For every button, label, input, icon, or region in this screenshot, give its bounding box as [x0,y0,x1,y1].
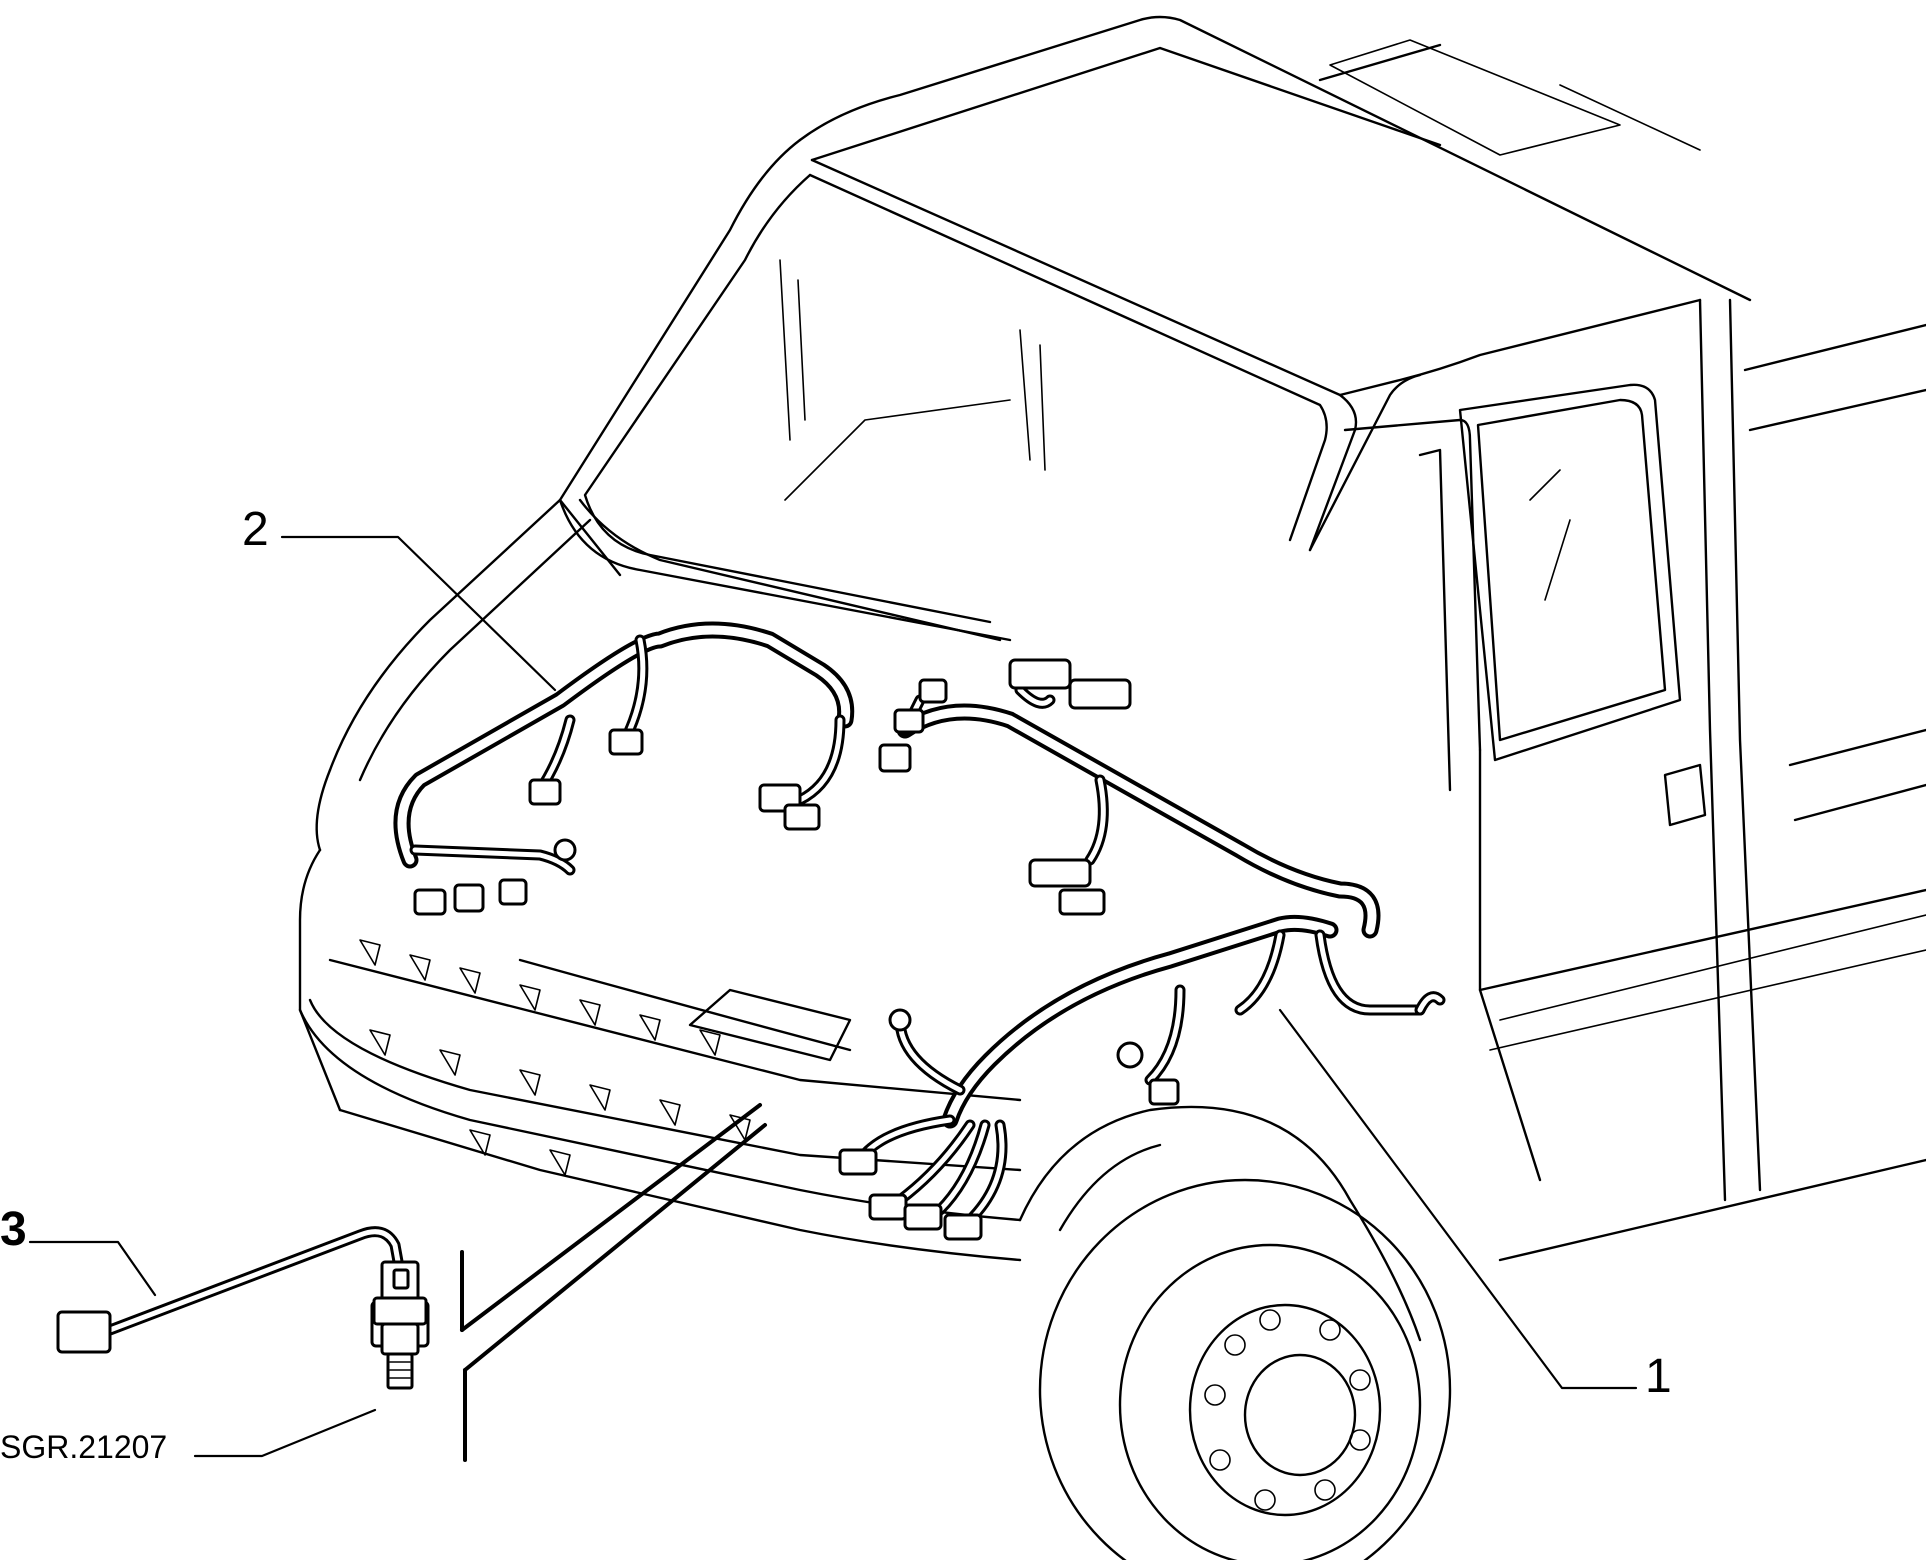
callout-1: 1 [1645,1350,1672,1403]
location-bracket [460,1103,767,1462]
part-3-cable [56,1226,430,1354]
harness-1 [838,658,1446,1241]
leaders [28,535,1638,1458]
sensor-part-code: SGR.21207 [0,1429,167,1465]
callout-3: 3 [0,1203,27,1256]
grille [359,939,751,1176]
sensor-sgr21207 [372,1260,428,1390]
harness-2 [393,621,855,916]
callout-2: 2 [242,503,269,556]
front-wheel [1038,1178,1452,1560]
